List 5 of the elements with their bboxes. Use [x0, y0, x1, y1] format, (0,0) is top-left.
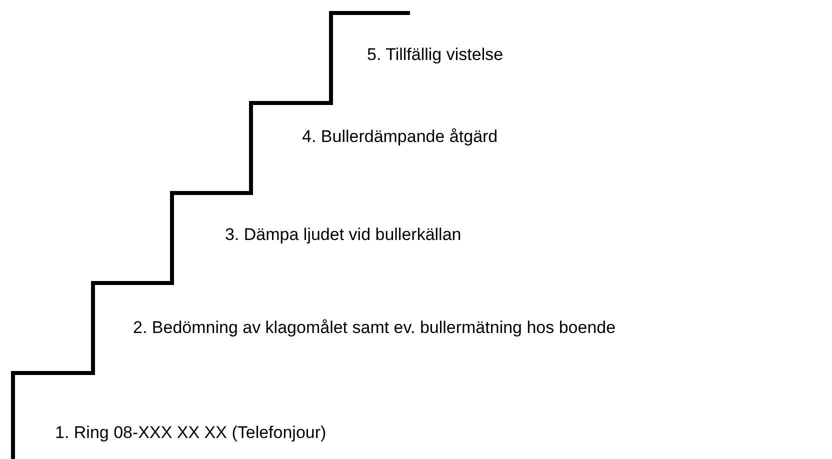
step-label: 1. Ring 08-XXX XX XX (Telefonjour) — [55, 423, 326, 443]
step-label: 2. Bedömning av klagomålet samt ev. bullermätning hos boende — [133, 318, 616, 338]
step-label: 4. Bullerdämpande åtgärd — [302, 127, 498, 147]
step-label: 3. Dämpa ljudet vid bullerkällan — [225, 225, 462, 245]
step-label: 5. Tillfällig vistelse — [367, 45, 504, 65]
